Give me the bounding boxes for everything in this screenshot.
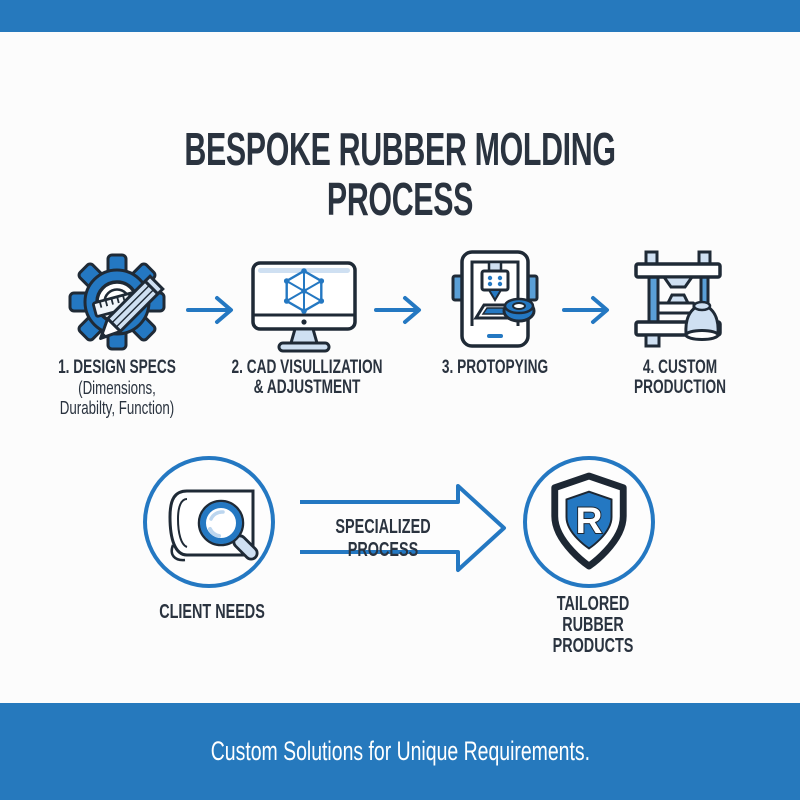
specialized-process-arrow [296,482,508,579]
client-needs-circle [143,456,275,588]
specialized-process-label: SPECIALIZED PROCESS [335,516,431,561]
tailored-products-label: TAILORED RUBBER PRODUCTS [552,593,634,657]
step-label-custom-production: 4. CUSTOM PRODUCTION [570,358,790,398]
step-title: 2. CAD VISULLIZATION & ADJUSTMENT [231,357,383,398]
client-needs-label: CLIENT NEEDS [159,601,265,623]
arrow-right-icon [184,292,240,333]
tailored-products-circle: R [523,456,655,588]
footer-banner: Custom Solutions for Unique Requirements… [0,703,800,800]
gear-ruler-pencil-icon [67,252,167,357]
shield-letter: R [576,499,603,541]
step-title: 4. CUSTOM PRODUCTION [634,357,726,398]
printer-prototype-icon [445,250,545,355]
arrow-right-icon [372,292,428,333]
step-subtitle: (Dimensions, Durabilty, Function) [59,377,175,418]
top-accent-bar [0,0,800,32]
molding-press-icon [628,250,728,355]
page-title: BESPOKE RUBBER MOLDING PROCESS [0,124,800,224]
step-title: 3. PROTOPYING [441,357,549,378]
page-title-text: BESPOKE RUBBER MOLDING PROCESS [184,123,616,225]
blueprint-magnifier-icon [168,489,259,561]
footer-tagline: Custom Solutions for Unique Requirements… [210,736,590,766]
cad-monitor-icon [248,260,360,360]
shield-r-icon: R [551,472,627,570]
step-title: 1. DESIGN SPECS [58,357,176,378]
step-label-cad-visualization: 2. CAD VISULLIZATION & ADJUSTMENT [197,358,417,398]
step-label-prototyping: 3. PROTOPYING [385,358,605,378]
step-label-design-specs: 1. DESIGN SPECS (Dimensions, Durabilty, … [7,358,227,418]
arrow-right-icon [560,292,616,333]
